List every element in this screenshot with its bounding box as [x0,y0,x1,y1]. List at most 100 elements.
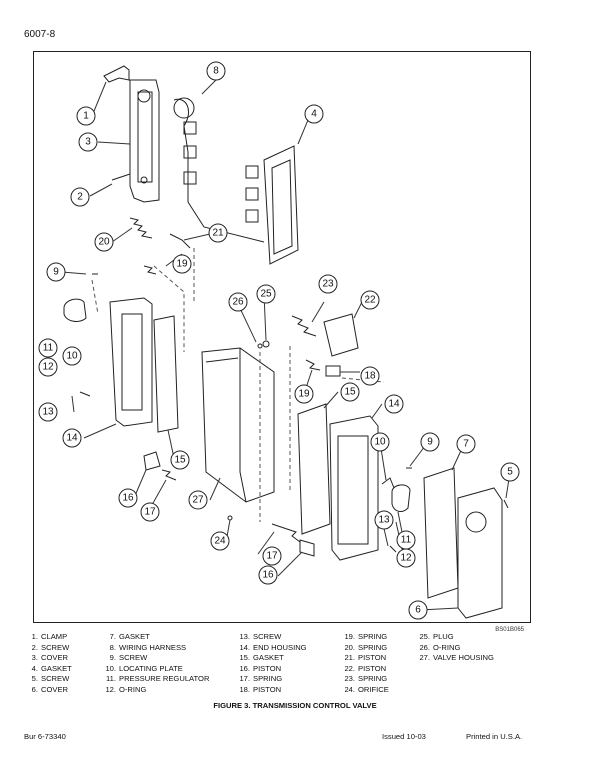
legend-item: 26.O-RING [419,642,461,652]
callout-17-bottom: 17 [266,551,278,562]
spring-part-19-right [305,359,321,371]
legend-column-5: 25.PLUG 26.O-RING 27.VALVE HOUSING [412,632,494,664]
orifice-part [227,515,233,521]
clamp-part [103,65,130,83]
callout-10: 10 [66,351,78,362]
legend-item: 18.PISTON [239,684,282,694]
spring-part-20 [129,217,153,239]
legend-item: 10.LOCATING PLATE [105,663,183,673]
piston-part-16-left [143,451,161,471]
footer-issued: Issued 10-03 [382,732,426,741]
screw-part [111,173,131,181]
piston-part-22 [323,313,359,357]
footer-printed: Printed in U.S.A. [466,732,523,741]
spring-part-23 [291,315,317,337]
callout-8: 8 [213,66,219,77]
legend-column-1: 1.CLAMP 2.SCREW 3.COVER 4.GASKET 5.SCREW… [20,632,72,696]
callout-16: 16 [122,493,134,504]
pressure-regulator-part-right [391,484,411,512]
legend-item: 15.GASKET [239,653,284,663]
legend-item: 9.SCREW [109,653,148,663]
piston-part-21 [169,233,191,249]
piston-part-16 [299,539,315,557]
legend-item: 16.PISTON [239,663,282,673]
legend-item: 17.SPRING [239,674,283,684]
legend-item: 11.PRESSURE REGULATOR [106,674,210,684]
legend-item: 24.ORIFICE [344,684,389,694]
screw-part-13-right [389,545,397,553]
gasket-part-top [263,145,299,265]
callout-18: 18 [364,371,376,382]
legend-item: 14.END HOUSING [239,642,307,652]
legend-item: 1.CLAMP [31,632,68,641]
legend-item: 7.GASKET [109,632,150,641]
callout-14: 14 [66,433,78,444]
callout-2: 2 [77,192,83,203]
valve-housing-part [201,347,275,503]
callout-23: 23 [322,279,334,290]
callout-13-right: 13 [378,515,390,526]
legend-item: 5.SCREW [31,674,70,684]
callout-22: 22 [364,295,376,306]
legend-item: 19.SPRING [344,632,388,641]
callout-14-right: 14 [388,399,400,410]
screw-part-13 [79,391,91,397]
callout-10-right: 10 [374,437,386,448]
legend-item: 12.O-RING [105,684,147,694]
callout-3: 3 [85,137,91,148]
callout-20: 20 [98,237,110,248]
legend-item: 6.COVER [31,684,69,694]
callout-12: 12 [42,362,54,373]
callout-12-right: 12 [400,553,412,564]
callout-13: 13 [42,407,54,418]
callout-6: 6 [415,605,421,616]
spring-part-17-left [161,469,177,481]
legend-item: 13.SCREW [239,632,282,641]
legend-item: 21.PISTON [344,653,387,663]
pressure-regulator-part [63,298,87,322]
callout-11: 11 [43,343,54,354]
callout-1: 1 [83,111,89,122]
callout-4: 4 [311,109,317,120]
callout-16-bottom: 16 [262,570,274,581]
piston-part-18 [325,365,341,377]
footer-document-number: Bur 6-73340 [24,732,66,741]
gasket-part-mid [297,403,331,535]
figure-caption: FIGURE 3. TRANSMISSION CONTROL VALVE [213,701,377,710]
callout-7: 7 [463,439,469,450]
legend-column-2: 7.GASKET 8.WIRING HARNESS 9.SCREW 10.LOC… [98,632,209,696]
spring-part-17 [271,523,301,543]
wiring-harness-part [173,98,265,243]
callout-17: 17 [144,507,156,518]
legend-item: 27.VALVE HOUSING [419,653,494,663]
gasket-part-right [423,467,459,599]
legend-item: 20.SPRING [344,642,388,652]
callout-25: 25 [260,289,272,300]
legend-item: 23.SPRING [344,674,388,684]
legend-item: 22.PISTON [344,663,387,673]
callout-11-right: 11 [401,535,412,546]
callout-26: 26 [232,297,244,308]
legend-item: 8.WIRING HARNESS [109,642,187,652]
end-housing-part-right [329,415,379,561]
o-ring-part [257,343,263,349]
callout-15: 15 [174,455,186,466]
legend-item: 3.COVER [31,653,69,663]
callout-9: 9 [53,267,59,278]
transmission-control-valve-drawing: 1 3 2 4 5 6 7 8 9 10 11 12 13 14 15 16 1… [38,61,520,620]
callout-15-right: 15 [344,387,356,398]
screw-part-5 [503,499,509,509]
end-housing-part-left [109,297,153,427]
locating-plate-part [381,477,395,489]
cover-part-left [129,79,160,203]
legend-column-3: 13.SCREW 14.END HOUSING 15.GASKET 16.PIS… [232,632,307,696]
callout-27: 27 [192,495,204,506]
callout-9-right: 9 [427,437,433,448]
cover-part-right [457,487,503,619]
drawing-code: BS01B065 [495,627,524,633]
callout-19-right: 19 [298,389,310,400]
legend-item: 25.PLUG [419,632,454,641]
plug-part [262,340,270,348]
cover-part-left-recess [137,91,153,183]
callout-19: 19 [176,259,188,270]
